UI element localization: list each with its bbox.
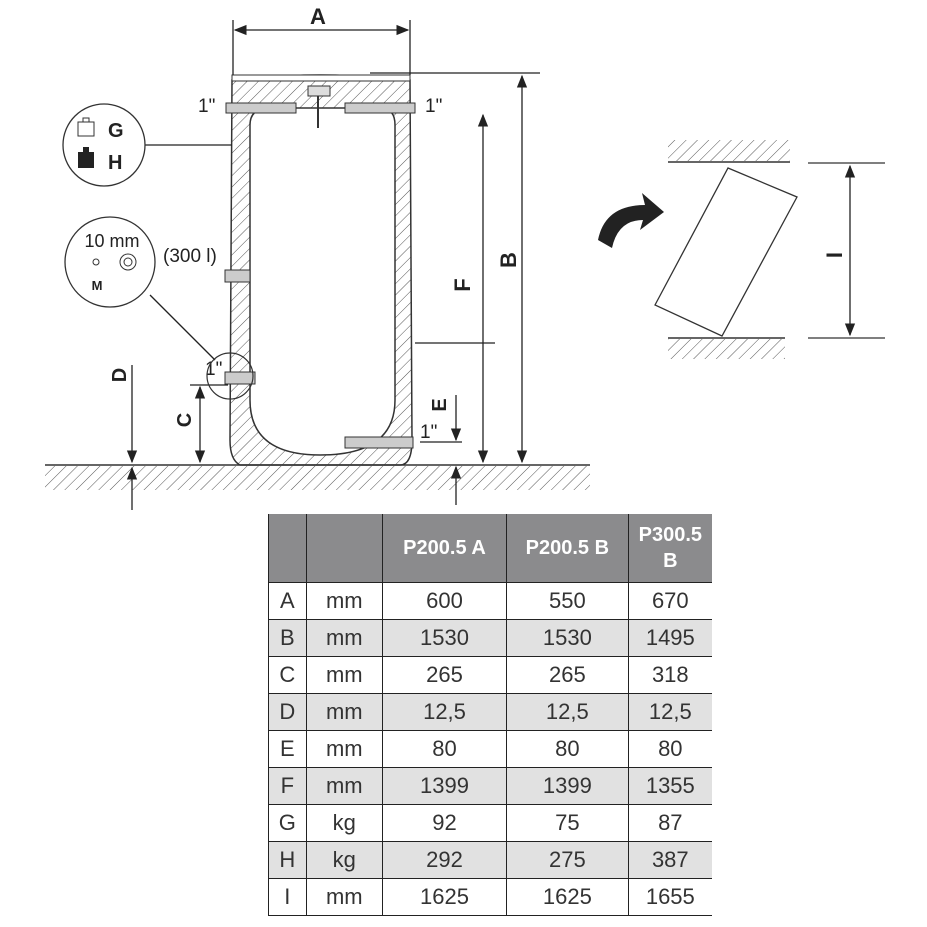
value-cell: 1530 — [506, 619, 629, 657]
variant-note: (300 l) — [163, 246, 217, 267]
floor — [45, 464, 590, 490]
header-cell — [305, 514, 383, 583]
unit-cell: mm — [305, 619, 383, 657]
value-cell: 80 — [381, 730, 508, 768]
dimension-key-cell: G — [268, 804, 307, 842]
value-cell: 92 — [381, 804, 508, 842]
value-cell: 292 — [381, 841, 508, 879]
value-cell: 1625 — [381, 878, 508, 916]
dim-label-f: F — [450, 278, 475, 291]
tilt-height-figure: I — [598, 140, 885, 359]
clearance-value: 10 mm — [84, 231, 139, 251]
fitting-icon — [119, 253, 137, 271]
dimension-key-cell: E — [268, 730, 307, 768]
weight-label-h: H — [108, 152, 122, 174]
dimension-key-cell: I — [268, 878, 307, 916]
thread-label-top-left: 1" — [198, 96, 215, 117]
value-cell: 318 — [627, 656, 712, 694]
value-cell: 1399 — [381, 767, 508, 805]
dim-label-i: I — [822, 252, 847, 258]
header-cell: P300.5 B — [627, 514, 712, 583]
dim-label-e: E — [429, 398, 451, 411]
weight-legend: G H — [62, 103, 146, 187]
unit-cell: kg — [305, 804, 383, 842]
tilt-arrow-icon — [598, 193, 664, 248]
value-cell: 265 — [381, 656, 508, 694]
dimension-key-cell: A — [268, 582, 307, 620]
value-cell: 1495 — [627, 619, 712, 657]
value-cell: 670 — [627, 582, 712, 620]
thread-label-top-right: 1" — [425, 96, 442, 117]
dimension-key-cell: C — [268, 656, 307, 694]
table-header-row: P200.5 A P200.5 B P300.5 B — [268, 514, 712, 583]
value-cell: 80 — [506, 730, 629, 768]
clearance-detail: 10 mm M — [64, 216, 254, 400]
value-cell: 75 — [506, 804, 629, 842]
unit-cell: kg — [305, 841, 383, 879]
tank-section — [224, 74, 416, 466]
value-cell: 1399 — [506, 767, 629, 805]
thread-label-low-left: 1" — [205, 359, 222, 380]
value-cell: 1355 — [627, 767, 712, 805]
full-weight-icon — [78, 147, 94, 168]
weight-label-g: G — [108, 120, 124, 142]
value-cell: 1625 — [506, 878, 629, 916]
header-cell: P200.5 A — [381, 514, 508, 583]
value-cell: 600 — [381, 582, 508, 620]
dim-label-d: D — [109, 368, 131, 382]
dim-label-c: C — [174, 413, 196, 427]
value-cell: 12,5 — [627, 693, 712, 731]
dimension-lines — [126, 20, 540, 510]
unit-cell: mm — [305, 656, 383, 694]
clearance-symbol: M — [92, 278, 103, 293]
value-cell: 550 — [506, 582, 629, 620]
value-cell: 12,5 — [506, 693, 629, 731]
unit-cell: mm — [305, 582, 383, 620]
dimension-key-cell: F — [268, 767, 307, 805]
value-cell: 1655 — [627, 878, 712, 916]
small-hole-icon — [92, 258, 100, 266]
value-cell: 80 — [627, 730, 712, 768]
header-cell: P200.5 B — [506, 514, 629, 583]
value-cell: 387 — [627, 841, 712, 879]
value-cell: 265 — [506, 656, 629, 694]
dim-label-a: A — [310, 4, 326, 29]
empty-weight-icon — [77, 117, 95, 137]
unit-cell: mm — [305, 767, 383, 805]
dimension-key-cell: H — [268, 841, 307, 879]
value-cell: 12,5 — [381, 693, 508, 731]
unit-cell: mm — [305, 878, 383, 916]
dim-label-b: B — [496, 252, 521, 268]
header-cell — [268, 514, 307, 583]
value-cell: 87 — [627, 804, 712, 842]
unit-cell: mm — [305, 693, 383, 731]
dimension-key-cell: B — [268, 619, 307, 657]
value-cell: 275 — [506, 841, 629, 879]
dimension-key-cell: D — [268, 693, 307, 731]
value-cell: 1530 — [381, 619, 508, 657]
unit-cell: mm — [305, 730, 383, 768]
thread-label-bottom-right: 1" — [420, 422, 437, 443]
